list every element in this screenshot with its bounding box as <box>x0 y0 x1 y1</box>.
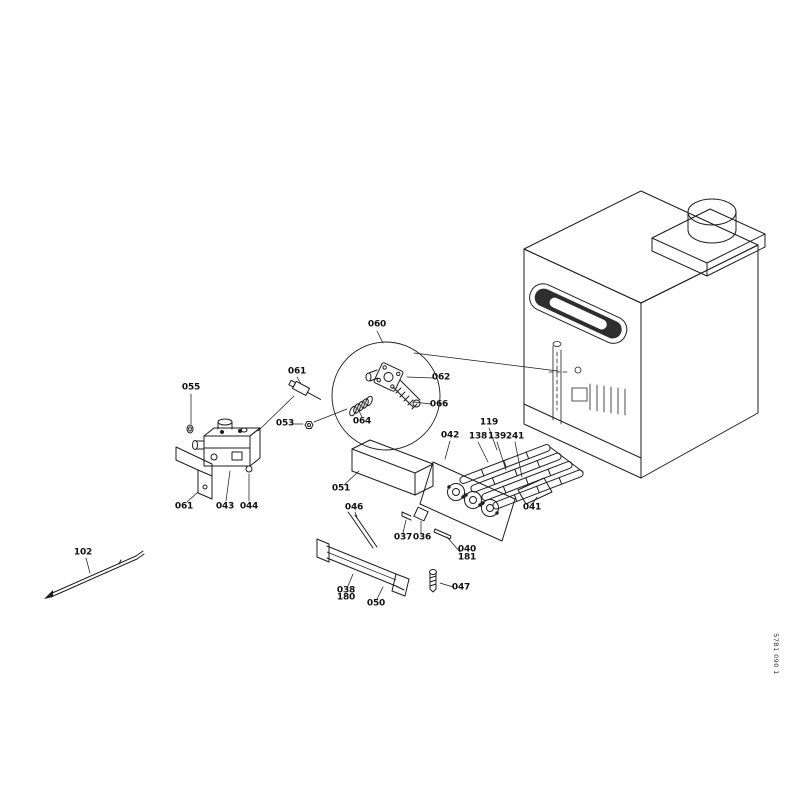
boiler-cabinet <box>523 190 759 479</box>
part-label-138: 138 <box>468 431 488 442</box>
part-label-047: 047 <box>451 582 471 593</box>
doc-code: 57B1 090 1 <box>772 633 780 675</box>
part-label-050: 050 <box>366 598 386 609</box>
part-label-139: 139 <box>487 431 507 442</box>
part-label-053: 053 <box>275 418 295 429</box>
part-label-055: 055 <box>181 382 201 393</box>
mounting-bracket <box>351 439 434 496</box>
part-label-044: 044 <box>239 501 259 512</box>
part-label-042: 042 <box>440 430 460 441</box>
part-label-043: 043 <box>215 501 235 512</box>
part-label-060: 060 <box>367 319 387 330</box>
valve-bracket-plate <box>175 446 213 500</box>
part-label-038: 038 <box>336 585 356 596</box>
grommet-ring <box>186 424 194 434</box>
leader-lines <box>85 330 538 600</box>
part-label-241: 241 <box>505 431 525 442</box>
small-fasteners <box>401 506 452 593</box>
part-label-066: 066 <box>429 399 449 410</box>
internal-components <box>548 341 626 425</box>
part-label-119: 119 <box>479 417 499 428</box>
part-label-037: 037 <box>393 532 413 543</box>
callout-reference-line <box>413 352 559 372</box>
flue-outlet <box>651 198 766 277</box>
part-label-046: 046 <box>344 502 364 513</box>
part-label-036: 036 <box>412 532 432 543</box>
part-label-064: 064 <box>352 416 372 427</box>
part-label-040: 040 <box>457 544 477 555</box>
gas-valve <box>192 418 261 467</box>
fitting-nut <box>304 421 314 429</box>
support-duct <box>316 511 410 597</box>
part-label-061-left: 061 <box>174 501 194 512</box>
ignition-electrode <box>257 379 348 432</box>
o-ring <box>245 465 253 473</box>
sensor-rod <box>44 550 145 599</box>
part-label-061-top: 061 <box>287 366 307 377</box>
injector-assembly <box>349 362 421 417</box>
part-label-180: 180 <box>336 592 356 603</box>
detail-callout-circle <box>331 341 441 451</box>
part-label-051: 051 <box>331 483 351 494</box>
part-label-181: 181 <box>457 552 477 563</box>
part-label-062: 062 <box>431 372 451 383</box>
front-grille <box>529 283 628 344</box>
part-label-041: 041 <box>522 502 542 513</box>
part-label-102: 102 <box>73 547 93 558</box>
burner-assembly <box>419 444 584 542</box>
